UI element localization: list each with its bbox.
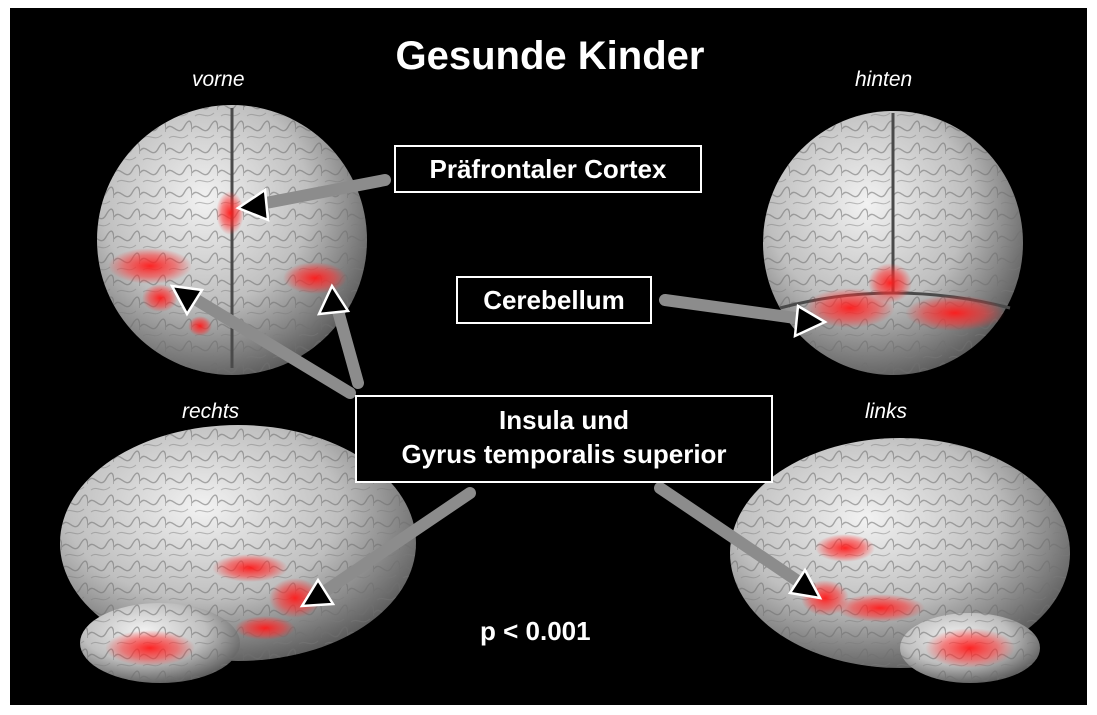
view-label-front: vorne — [192, 68, 245, 92]
view-label-right: rechts — [182, 400, 239, 424]
brain-front — [97, 105, 367, 375]
label-insula-line2: Gyrus temporalis superior — [357, 437, 771, 471]
label-insula: Insula und Gyrus temporalis superior — [355, 395, 773, 483]
view-label-back: hinten — [855, 68, 912, 92]
illustration — [10, 8, 1087, 705]
slide: Gesunde Kinder vorne hinten rechts links… — [10, 8, 1087, 705]
label-cerebellum: Cerebellum — [456, 276, 652, 324]
p-value: p < 0.001 — [480, 616, 591, 647]
brain-back — [763, 111, 1023, 375]
brain-left — [730, 438, 1070, 683]
view-label-left: links — [865, 400, 907, 424]
slide-title: Gesunde Kinder — [350, 34, 750, 79]
label-prefrontal-cortex: Präfrontaler Cortex — [394, 145, 702, 193]
label-insula-line1: Insula und — [357, 403, 771, 437]
